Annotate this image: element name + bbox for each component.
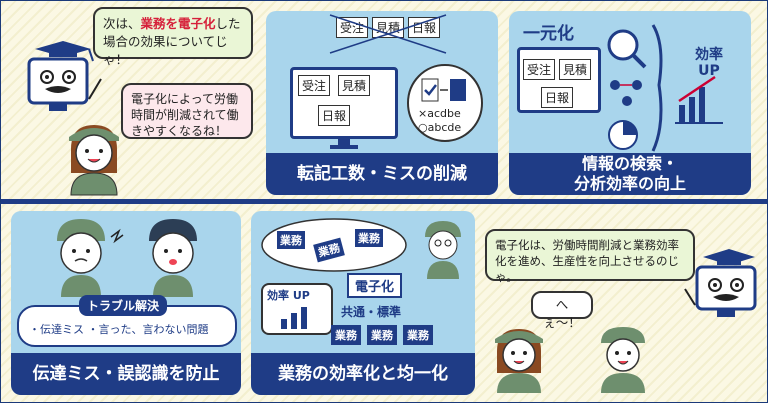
section-divider [1,199,767,204]
digitize-label: 電子化 [347,273,403,298]
cloud-task-3: 業務 [355,229,383,247]
trouble-title: トラブル解決 [79,295,168,316]
bubble-text: 次は、 [103,16,141,31]
card4-title: 業務の効率化と均一化 [251,353,475,395]
card-efficiency: 業務 業務 業務 電子化 効率 UP 共通・標準 業務 業務 業務 業務の効率化… [251,211,475,395]
ng-text: ○abcde [418,121,462,134]
card-miscommunication: トラブル解決 ・伝達ミス ・言った、言わない問題 伝達ミス・誤認識を防止 [11,211,241,395]
worker-reply-bubble: へぇ〜！ [531,291,593,330]
teacher-speech-bubble: 次は、業務を電子化した場合の効果についてじゃ！ [93,7,253,67]
card2-title-line2: 分析効率の向上 [573,174,686,193]
screen-doc-estimate: 見積 [338,75,371,96]
worker-woman-icon [69,125,119,196]
confused-workers-icon [57,219,197,297]
teacher-computer-icon [27,41,102,111]
screen-doc-order-2: 受注 [523,59,556,80]
screen-doc-estimate-2: 見積 [559,59,592,80]
effect-up-label-2: 効率 UP [267,289,310,302]
effect-up-label: 効率UP [695,47,723,79]
card2-title-line1: 情報の検索・ [581,154,678,173]
trouble-items: ・伝達ミス ・言った、言わない問題 [29,323,209,336]
worker-woman-icon-2 [495,329,543,393]
card1-title: 転記工数・ミスの削減 [266,153,498,195]
bubble-text-end: した場合の効果についてじゃ！ [103,16,241,67]
bubble-highlight: 業務を電子化 [140,16,216,31]
task-3: 業務 [403,325,433,345]
task-1: 業務 [331,325,361,345]
teacher-summary-bubble: 電子化は、労働時間削減と業務効率化を進め、生産性を向上させるのじゃ。 [485,229,695,284]
card-search: 一元化 受注 見積 日報 効率UP 情報の検索・ 分析効率の向上 [509,11,751,195]
search-magnifier-icon [607,24,723,152]
bar-growth-icon [281,307,307,329]
screen-doc-report: 日報 [318,105,351,126]
monitor-stand-icon [330,139,358,149]
cloud-task-1: 業務 [277,231,305,249]
ok-text: ×acdbe [418,107,461,120]
trouble-box [17,305,237,347]
standard-label: 共通・標準 [341,305,402,319]
teacher-computer-icon-2 [684,249,757,317]
screen-doc-order: 受注 [298,75,331,96]
check-compare-icon [407,64,483,142]
screen-doc-report-2: 日報 [541,87,574,108]
card3-title: 伝達ミス・誤認識を防止 [11,353,241,395]
task-2: 業務 [367,325,397,345]
card2-title: 情報の検索・ 分析効率の向上 [509,153,751,195]
card-transcription: 受注 見積 日報 受注 見積 日報 ×acdbe ○abcde 転記工数・ミスの… [266,11,498,195]
worker-man-icon [425,221,461,279]
cross-out-icon [329,14,447,54]
unify-heading: 一元化 [523,24,574,44]
worker-speech-bubble: 電子化によって労働時間が削減されて働きやすくなるね！ [121,83,253,139]
worker-man-icon-2 [601,327,645,393]
